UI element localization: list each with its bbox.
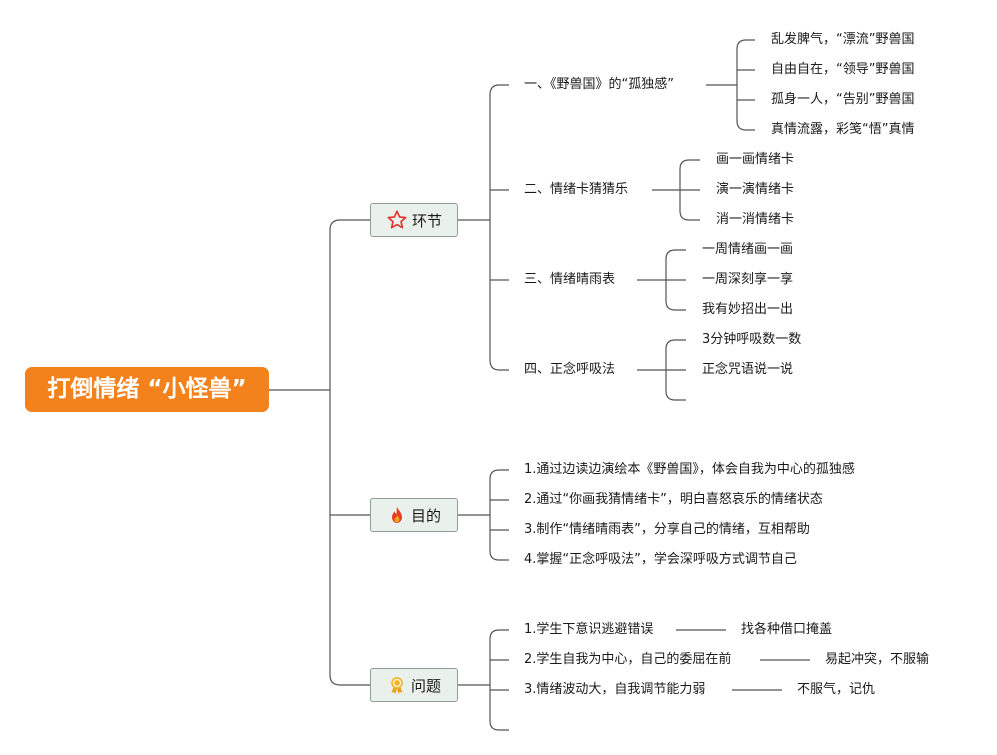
star-icon bbox=[387, 210, 407, 229]
item3-child[interactable]: 一周情绪画一画 bbox=[702, 242, 794, 257]
root-node[interactable]: 打倒情绪 “小怪兽” bbox=[25, 367, 269, 412]
item2-child[interactable]: 消一消情绪卡 bbox=[716, 212, 795, 227]
item2-child[interactable]: 演一演情绪卡 bbox=[716, 182, 795, 197]
category-label: 问题 bbox=[410, 676, 441, 695]
item2-child[interactable]: 画一画情绪卡 bbox=[716, 152, 795, 167]
item1-child[interactable]: 真情流露，彩笺“悟”真情 bbox=[771, 122, 915, 137]
item3-child[interactable]: 我有妙招出一出 bbox=[702, 302, 794, 317]
flame-icon bbox=[391, 506, 402, 523]
category-wenti[interactable]: 问题 bbox=[370, 668, 458, 702]
item1-child[interactable]: 乱发脾气，“漂流”野兽国 bbox=[771, 32, 915, 47]
badge-icon bbox=[391, 677, 403, 694]
category-mudi[interactable]: 目的 bbox=[370, 498, 458, 532]
item4-child[interactable]: 3分钟呼吸数一数 bbox=[702, 332, 802, 347]
huanjie-item-4[interactable]: 四、正念呼吸法 bbox=[524, 362, 616, 377]
huanjie-item-2[interactable]: 二、情绪卡猜猜乐 bbox=[524, 182, 629, 197]
wenti-child[interactable]: 找各种借口掩盖 bbox=[741, 622, 833, 637]
wenti-child[interactable]: 不服气，记仇 bbox=[797, 682, 876, 697]
item3-child[interactable]: 一周深刻享一享 bbox=[702, 272, 794, 287]
mudi-item[interactable]: 2.通过“你画我猜情绪卡”，明白喜怒哀乐的情绪状态 bbox=[524, 492, 823, 507]
huanjie-item-1[interactable]: 一、《野兽国》的“孤独感” bbox=[524, 77, 674, 92]
huanjie-item-3[interactable]: 三、情绪晴雨表 bbox=[524, 272, 616, 287]
item4-child[interactable]: 正念咒语说一说 bbox=[702, 362, 794, 377]
category-huanjie[interactable]: 环节 bbox=[370, 203, 458, 237]
category-label: 目的 bbox=[410, 506, 441, 525]
wenti-child[interactable]: 易起冲突，不服输 bbox=[825, 652, 930, 667]
wenti-item[interactable]: 2.学生自我为中心，自己的委屈在前 bbox=[524, 652, 732, 667]
mudi-item[interactable]: 4.掌握“正念呼吸法”，学会深呼吸方式调节自己 bbox=[524, 552, 797, 567]
mudi-item[interactable]: 3.制作“情绪晴雨表”，分享自己的情绪，互相帮助 bbox=[524, 522, 810, 537]
category-label: 环节 bbox=[411, 211, 442, 230]
item1-child[interactable]: 自由自在，“领导”野兽国 bbox=[771, 62, 915, 77]
item1-child[interactable]: 孤身一人，“告别”野兽国 bbox=[771, 92, 915, 107]
wenti-item[interactable]: 1.学生下意识逃避错误 bbox=[524, 622, 654, 637]
mudi-item[interactable]: 1.通过边读边演绘本《野兽国》，体会自我为中心的孤独感 bbox=[524, 462, 855, 477]
wenti-item[interactable]: 3.情绪波动大，自我调节能力弱 bbox=[524, 682, 706, 697]
